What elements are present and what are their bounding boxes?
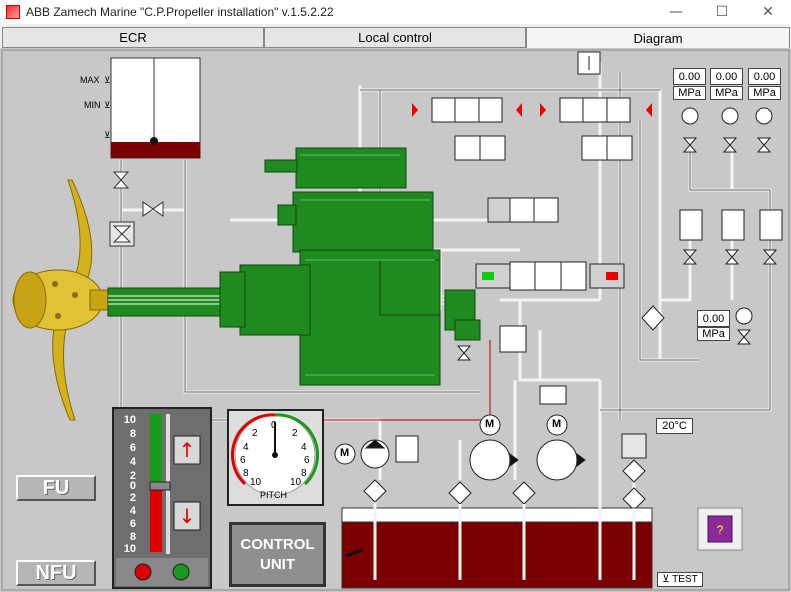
pressure-gauge-icons [681, 107, 773, 325]
pitch-dial-top: 0 [271, 420, 277, 431]
pitch-dial-left-8: 8 [243, 468, 249, 479]
pitch-lever-panel [112, 407, 212, 589]
scale-ahead-4: 4 [129, 456, 136, 468]
pitch-dial-left-4: 4 [243, 442, 249, 453]
minimize-button[interactable]: — [669, 4, 683, 20]
pressure-unit-4: MPa [697, 327, 730, 341]
directional-valve-2 [540, 97, 652, 161]
pitch-dial-left-6: 6 [240, 455, 246, 466]
motor-label-2: M [485, 418, 495, 430]
scale-astern-4: 4 [129, 505, 136, 517]
tank-min-marker: ⊻ [104, 100, 111, 110]
pitch-down-button[interactable]: ↓ [178, 504, 196, 528]
control-unit-line1: CONTROL [240, 535, 315, 553]
pitch-dial-left-2: 2 [252, 428, 258, 439]
scale-zero: 0 [129, 480, 136, 492]
tank-level-marker: ⊻ [104, 130, 111, 140]
pump-2 [469, 414, 519, 481]
pressure-value-2: 0.00 [710, 68, 743, 85]
fu-mode-button[interactable]: FU [16, 475, 96, 501]
directional-valve-3 [487, 197, 559, 223]
pressure-unit-3: MPa [748, 86, 781, 100]
pitch-indicator [227, 409, 324, 506]
scale-ahead-2: 2 [129, 470, 136, 482]
tank-max-marker: ⊻ [104, 75, 111, 85]
motor-label-1: M [340, 447, 350, 459]
header-tank [110, 57, 201, 159]
scale-ahead-6: 6 [129, 442, 136, 454]
app-icon [6, 5, 20, 19]
tab-local-control[interactable]: Local control [264, 27, 526, 48]
gearbox [219, 147, 481, 386]
pump-3 [536, 414, 586, 481]
directional-valve-1 [412, 97, 522, 161]
propeller-icon [12, 179, 109, 421]
pitch-dial-right-8: 8 [301, 468, 307, 479]
pitch-dial-right-10: 10 [290, 477, 302, 488]
tank-min-label: MIN [84, 100, 101, 110]
pressure-value-4: 0.00 [697, 310, 730, 327]
pressure-unit-1: MPa [673, 86, 706, 100]
motor-label-3: M [552, 418, 562, 430]
oil-temperature: 20°C [656, 418, 693, 434]
help-book-icon: ? [697, 507, 743, 551]
pitch-up-button[interactable]: ↑ [178, 438, 196, 462]
pitch-dial-left-10: 10 [250, 477, 262, 488]
scale-ahead-8: 8 [129, 428, 136, 440]
pitch-dial-right-6: 6 [304, 455, 310, 466]
directional-valve-4 [475, 261, 625, 291]
maximize-button[interactable]: ☐ [715, 4, 729, 20]
pressure-unit-2: MPa [710, 86, 743, 100]
relief-valve-mid [499, 325, 527, 353]
tab-ecr[interactable]: ECR [2, 27, 264, 48]
title-bar: ABB Zamech Marine "C.P.Propeller install… [0, 0, 791, 24]
control-unit-line2: UNIT [260, 555, 295, 573]
scale-astern-6: 6 [129, 518, 136, 530]
tab-diagram[interactable]: Diagram [526, 27, 790, 48]
pitch-dial-right-4: 4 [301, 442, 307, 453]
pressure-value-1: 0.00 [673, 68, 706, 85]
oil-sump [341, 480, 653, 589]
pitch-dial-label: PITCH [260, 490, 287, 500]
scale-astern-2: 2 [129, 492, 136, 504]
pump-1 [334, 435, 419, 469]
control-unit-button[interactable]: CONTROL UNIT [229, 522, 326, 587]
window-title: ABB Zamech Marine "C.P.Propeller install… [26, 5, 334, 19]
tank-valve [109, 171, 164, 247]
test-button[interactable]: ⊻ TEST [657, 572, 703, 587]
filter-icon [641, 305, 665, 331]
close-button[interactable]: ✕ [762, 4, 774, 20]
pressure-value-3: 0.00 [748, 68, 781, 85]
tab-bar: ECR Local control Diagram [0, 24, 791, 48]
svg-text:?: ? [717, 523, 724, 537]
scale-ahead-10: 10 [123, 414, 136, 426]
accumulator-valves [679, 209, 783, 241]
pitch-dial-right-2: 2 [292, 428, 298, 439]
scale-astern-8: 8 [129, 531, 136, 543]
tank-max-label: MAX [80, 75, 100, 85]
hydraulic-diagram: ? [1, 49, 790, 591]
nfu-mode-button[interactable]: NFU [16, 560, 96, 586]
cooler-icon [539, 385, 567, 405]
scale-astern-10: 10 [123, 543, 136, 555]
